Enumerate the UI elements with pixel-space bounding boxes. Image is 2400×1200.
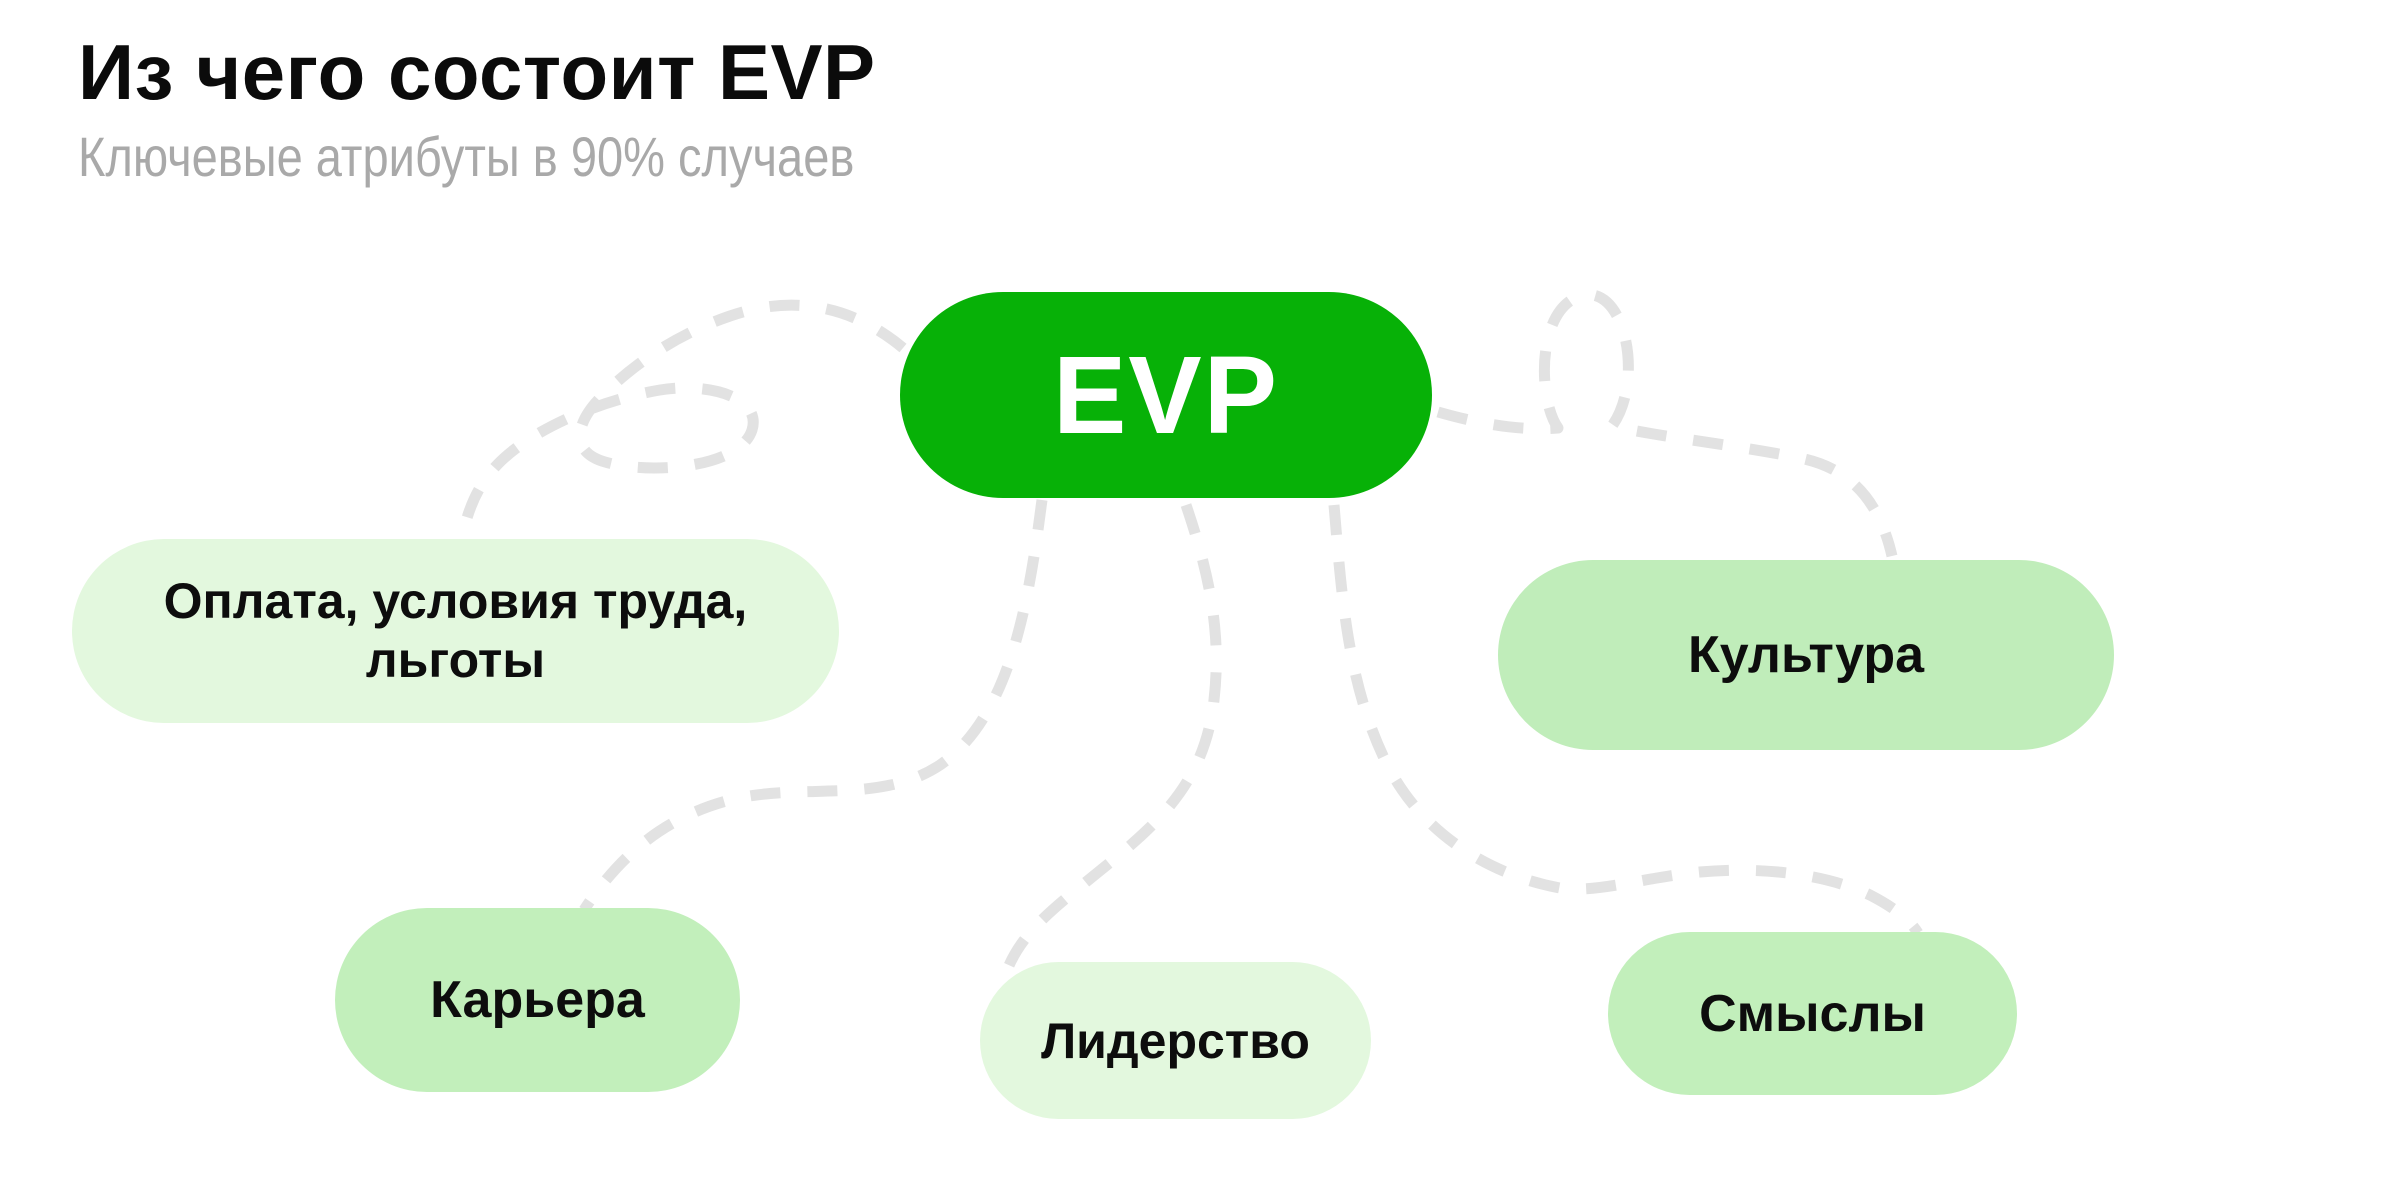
pay-conditions-node-label: Оплата, условия труда, льготы bbox=[163, 573, 748, 688]
culture-node-label: Культура bbox=[1687, 626, 1925, 684]
meanings-node: Смыслы bbox=[1608, 932, 2017, 1095]
page-subtitle: Ключевые атрибуты в 90% случаев bbox=[78, 124, 855, 188]
evp-node-label: EVP bbox=[1052, 333, 1280, 457]
header: Из чего состоит EVP Ключевые атрибуты в … bbox=[78, 28, 1002, 189]
connector-evp-to-pay bbox=[456, 299, 907, 539]
pay-conditions-node: Оплата, условия труда, льготы bbox=[72, 539, 839, 723]
culture-node: Культура bbox=[1498, 560, 2114, 750]
connector-evp-to-career bbox=[579, 499, 1048, 914]
connector-evp-to-culture bbox=[1436, 289, 1898, 558]
connector-evp-to-leadership bbox=[997, 503, 1222, 984]
career-node-label: Карьера bbox=[430, 971, 645, 1029]
leadership-node: Лидерство bbox=[980, 962, 1371, 1119]
evp-node: EVP bbox=[900, 292, 1432, 498]
career-node: Карьера bbox=[335, 908, 740, 1092]
connector-evp-to-meanings bbox=[1328, 504, 1923, 937]
page-title: Из чего состоит EVP bbox=[78, 28, 876, 116]
leadership-node-label: Лидерство bbox=[1041, 1012, 1310, 1069]
meanings-node-label: Смыслы bbox=[1699, 984, 1926, 1043]
